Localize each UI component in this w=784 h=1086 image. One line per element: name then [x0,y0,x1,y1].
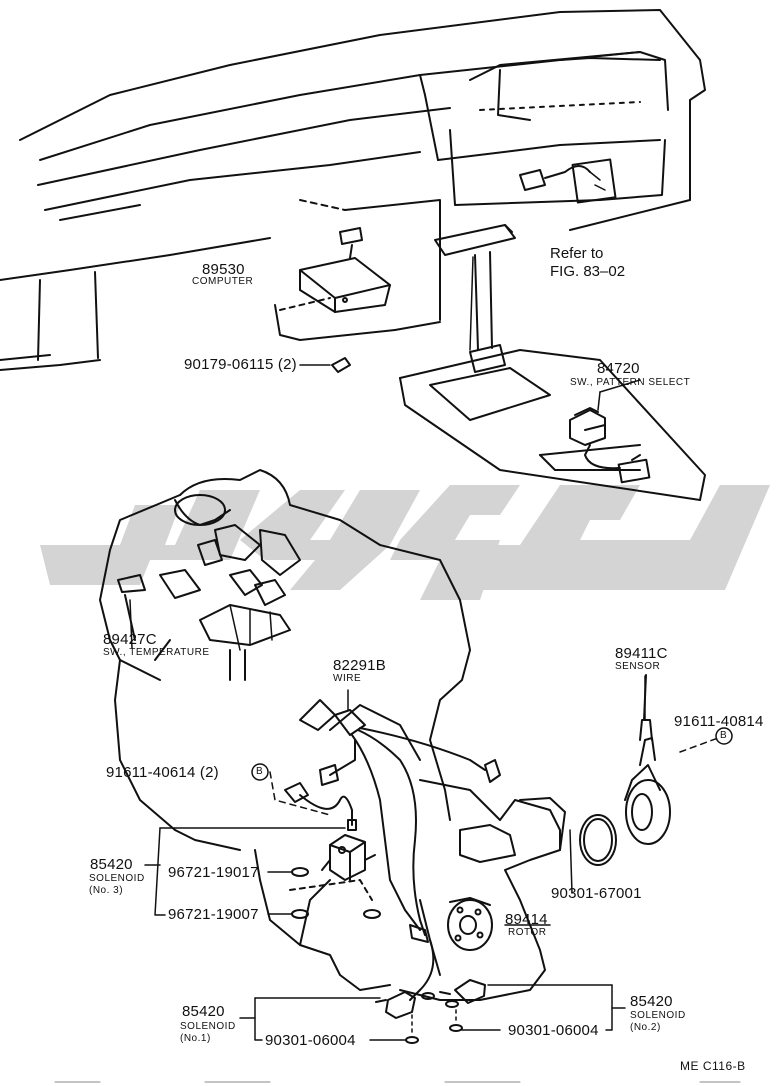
oring-e-part-number: 90301-06004 [508,1022,599,1039]
sensor-part-name: SENSOR [615,661,661,672]
shift-lever-console [399,224,706,501]
solenoid1-part-name: SOLENOID [180,1021,236,1032]
ref-circle-b-right [715,727,733,745]
nut-part-number: 90179-06115 (2) [184,356,297,373]
watermark-logo [40,485,770,600]
solenoid3-part-number: 85420 [90,856,133,873]
solenoid2-part-number: 85420 [630,993,673,1010]
pattern-switch-part-name: SW., PATTERN SELECT [570,377,691,388]
refer-fig-label: FIG. 83–02 [550,263,626,280]
pattern-select-switch [569,407,651,484]
bolt-right-part-number: 91611-40814 [674,713,764,730]
solenoid1-part-number: 85420 [182,1003,225,1020]
rotor-part-name: ROTOR [508,927,547,938]
solenoid1-part-sub: (No.1) [180,1033,211,1044]
panel-connector [519,158,617,204]
transmission-case [254,779,566,1001]
temp-switch-part-name: SW., TEMPERATURE [103,647,210,658]
oring-c-part-number: 90301-67001 [551,885,642,902]
oring-large [579,814,617,866]
solenoid3-part-name: SOLENOID [89,873,145,884]
nut-icon [299,357,351,373]
wire-part-number: 82291B [333,657,386,674]
computer-part-number: 89530 [202,261,245,278]
bolt-right-ref: B [720,730,728,741]
bolt-left-ref: B [256,766,264,777]
rotor-disc [447,897,493,951]
wire-harness [284,709,501,1001]
solenoid3-part-sub: (No. 3) [89,885,124,896]
dashboard-assembly [0,9,706,371]
refer-to-label: Refer to [550,245,604,262]
computer-part-name: COMPUTER [192,276,254,287]
ref-circle-b-left [251,763,269,781]
solenoid2-part-name: SOLENOID [630,1010,686,1021]
solenoid-no3 [321,834,376,881]
leader-lines [129,256,719,1041]
rotor-part-number: 89414 [505,911,548,928]
figure-code: ME C116-B [680,1059,746,1073]
oring-a-part-number: 96721-19017 [168,864,259,881]
bolt-left-part-number: 91611-40614 (2) [106,764,219,781]
speed-sensor [624,674,671,845]
solenoid2-part-sub: (No.2) [630,1022,661,1033]
oring-b-part-number: 96721-19007 [168,906,259,923]
oring-d-part-number: 90301-06004 [265,1032,356,1049]
temp-switch-part-number: 89427C [103,631,157,648]
engine-block [99,469,471,851]
solenoid-no2 [405,979,486,1044]
wire-part-name: WIRE [333,673,362,684]
sensor-part-number: 89411C [615,645,668,662]
computer-unit [299,227,391,313]
solenoid-no1 [375,991,435,1019]
oring-small-left [289,867,381,919]
pattern-switch-part-number: 84720 [597,360,640,377]
